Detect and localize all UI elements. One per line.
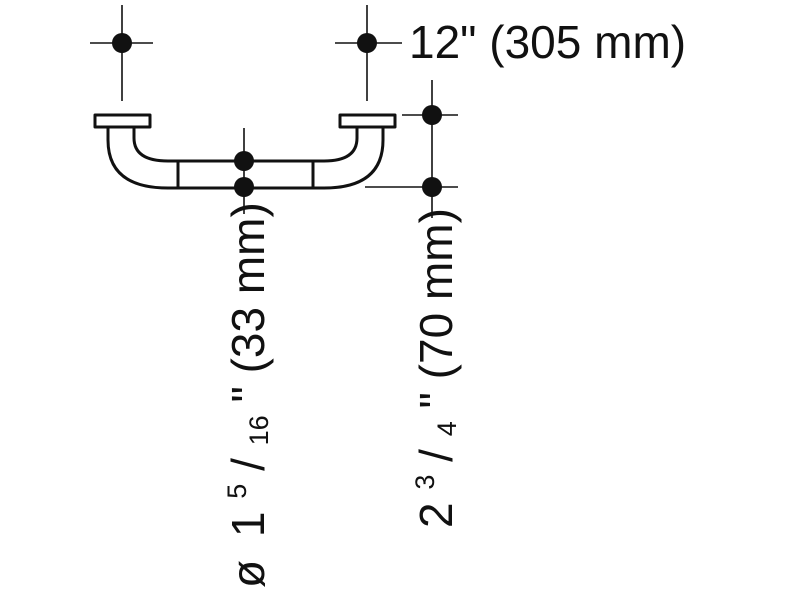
length-label: 12" (305 mm) xyxy=(409,16,686,68)
length-dot-right xyxy=(357,33,377,53)
projection-denominator: 4 xyxy=(432,421,462,436)
diameter-symbol: ø xyxy=(222,560,274,588)
projection-dot-top xyxy=(422,105,442,125)
projection-label: 2 3 / 4 " (70 mm) xyxy=(392,208,466,528)
projection-numerator: 3 xyxy=(410,475,440,490)
diameter-dot-bottom xyxy=(234,177,254,197)
diameter-numerator: 5 xyxy=(222,484,252,499)
diameter-denominator: 16 xyxy=(244,415,274,445)
diameter-slash: / xyxy=(222,458,274,471)
projection-slash: / xyxy=(410,449,462,462)
projection-whole: 2 xyxy=(410,502,462,528)
projection-dot-bottom xyxy=(422,177,442,197)
dimension-dots xyxy=(112,33,442,197)
diameter-whole: 1 xyxy=(222,512,274,538)
diameter-inch-mark: " xyxy=(222,386,274,402)
diameter-label: ø 1 5 / 16 " (33 mm) xyxy=(204,202,278,588)
left-flange xyxy=(93,113,152,129)
length-dot-left xyxy=(112,33,132,53)
projection-metric: (70 mm) xyxy=(410,208,462,379)
svg-text:ø 1 5 /: ø 1 5 / 16 " (33 mm) xyxy=(204,202,278,588)
diameter-metric: (33 mm) xyxy=(222,202,274,373)
diameter-dot-top xyxy=(234,151,254,171)
svg-text:2 3 / 4: 2 3 / 4 " (70 mm) xyxy=(392,208,466,528)
right-flange xyxy=(338,113,397,129)
projection-inch-mark: " xyxy=(410,392,462,408)
